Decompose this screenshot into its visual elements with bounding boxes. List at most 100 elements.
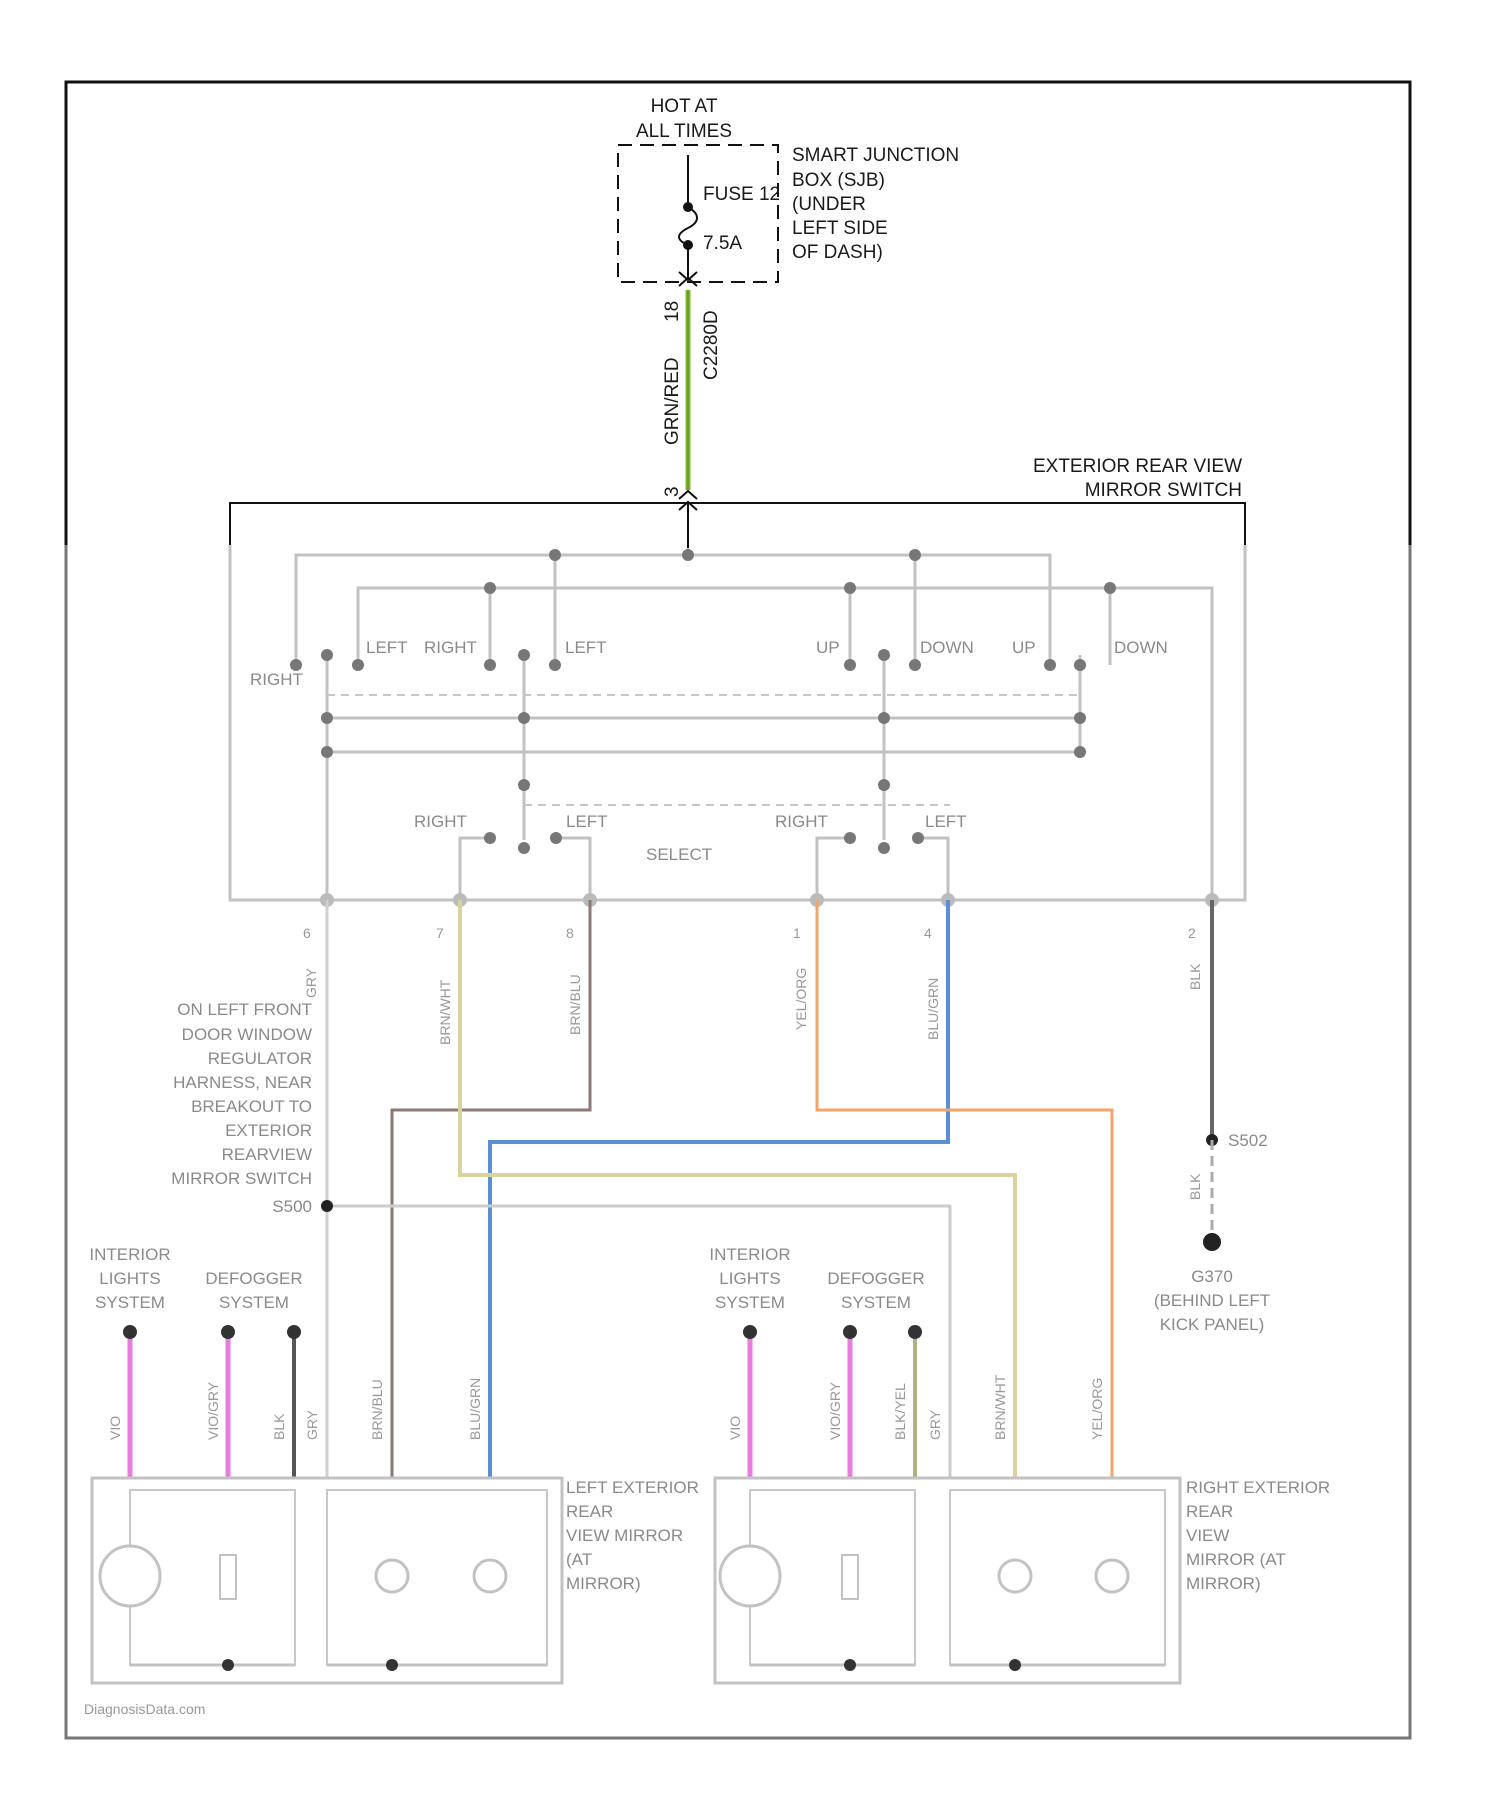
note-line-8: MIRROR SWITCH <box>171 1169 312 1188</box>
select-label-3: RIGHT <box>775 812 828 831</box>
sjb-line-4: LEFT SIDE <box>792 218 888 239</box>
left-arrow-1 <box>123 1325 137 1339</box>
contact-label-6: DOWN <box>920 638 974 657</box>
left-sys2-line2: SYSTEM <box>219 1293 289 1312</box>
right-motor-2-icon <box>1096 1560 1128 1592</box>
switch-title-line1: EXTERIOR REAR VIEW <box>1033 456 1242 477</box>
hot-label-line2: ALL TIMES <box>636 121 732 142</box>
right-sys2-line2: SYSTEM <box>841 1293 911 1312</box>
ground-wire-color: BLK <box>1187 1173 1203 1200</box>
left-wire-3: BLK <box>271 1413 287 1440</box>
left-name-line4: (AT <box>566 1550 592 1569</box>
select-label: SELECT <box>646 845 712 864</box>
out-pin-6: 2 <box>1188 925 1196 941</box>
right-mirror-assembly <box>715 1478 1180 1683</box>
right-name-line4: MIRROR (AT <box>1186 1550 1286 1569</box>
left-name-line1: LEFT EXTERIOR <box>566 1478 699 1497</box>
out-color-2: BRN/WHT <box>437 979 453 1045</box>
splice-dot <box>321 1200 333 1212</box>
note-line-4: HARNESS, NEAR <box>173 1073 312 1092</box>
right-wire-1: VIO <box>727 1416 743 1440</box>
ground-symbol <box>1203 1233 1221 1251</box>
ground-splice-label: S502 <box>1228 1131 1268 1150</box>
right-name-line2: REAR <box>1186 1502 1233 1521</box>
fuse-12 <box>679 155 697 286</box>
harness-note: ON LEFT FRONT DOOR WINDOW REGULATOR HARN… <box>171 1000 312 1216</box>
left-wire-1: VIO <box>107 1416 123 1440</box>
pin-connector <box>679 491 697 548</box>
contact-label-2: LEFT <box>366 638 408 657</box>
left-sys1-line2: LIGHTS <box>99 1269 160 1288</box>
right-wire-2: VIO/GRY <box>827 1381 843 1440</box>
left-mirror-assembly <box>92 1478 562 1683</box>
left-arrow-2 <box>221 1325 235 1339</box>
left-name-line3: VIEW MIRROR <box>566 1526 683 1545</box>
sjb-line-5: OF DASH) <box>792 242 883 263</box>
sjb-label: SMART JUNCTION BOX (SJB) (UNDER LEFT SID… <box>792 145 959 263</box>
left-sys1-line1: INTERIOR <box>89 1245 170 1264</box>
sjb-box <box>618 145 778 282</box>
select-label-1: RIGHT <box>414 812 467 831</box>
out-pin-5: 4 <box>924 925 932 941</box>
note-line-7: REARVIEW <box>222 1145 312 1164</box>
out-color-6: BLK <box>1187 963 1203 990</box>
out-color-3: BRN/BLU <box>567 974 583 1035</box>
contact-label-1: RIGHT <box>250 670 303 689</box>
left-heater-icon <box>220 1555 236 1599</box>
right-arrow-2 <box>843 1325 857 1339</box>
left-wire-6: BLU/GRN <box>467 1378 483 1440</box>
out-color-5: BLU/GRN <box>925 978 941 1040</box>
out-pin-2: 7 <box>436 925 444 941</box>
select-label-4: LEFT <box>925 812 967 831</box>
ground-location-2: KICK PANEL) <box>1160 1315 1265 1334</box>
contact-label-8: DOWN <box>1114 638 1168 657</box>
right-heater-icon <box>842 1555 858 1599</box>
right-lamp-icon <box>720 1546 780 1606</box>
left-arrow-3 <box>287 1325 301 1339</box>
switch-bracket <box>230 503 1245 545</box>
out-pin-1: 6 <box>303 925 311 941</box>
ground-name: G370 <box>1191 1267 1233 1286</box>
ground-location-1: (BEHIND LEFT <box>1154 1291 1270 1310</box>
connector-id: C2280D <box>701 310 722 380</box>
contact-label-5: UP <box>816 638 840 657</box>
right-wire-3: BLK/YEL <box>892 1383 908 1440</box>
right-sys1-line1: INTERIOR <box>709 1245 790 1264</box>
pin-number: 3 <box>662 486 683 497</box>
right-wire-4: GRY <box>927 1409 943 1440</box>
note-line-3: REGULATOR <box>208 1049 312 1068</box>
right-sys1-line2: LIGHTS <box>719 1269 780 1288</box>
left-name-line5: MIRROR) <box>566 1574 641 1593</box>
right-motor-1-icon <box>999 1560 1031 1592</box>
contact-label-4: LEFT <box>565 638 607 657</box>
left-wire-2: VIO/GRY <box>205 1381 221 1440</box>
left-wire-5: BRN/BLU <box>369 1379 385 1440</box>
right-arrow-1 <box>743 1325 757 1339</box>
contact-label-7: UP <box>1012 638 1036 657</box>
note-line-6: EXTERIOR <box>225 1121 312 1140</box>
left-mirror-name: LEFT EXTERIOR REAR VIEW MIRROR (AT MIRRO… <box>566 1478 699 1593</box>
out-pin-4: 1 <box>793 925 801 941</box>
note-line-1: ON LEFT FRONT <box>177 1000 312 1019</box>
left-mirror-system-labels: INTERIOR LIGHTS SYSTEM DEFOGGER SYSTEM <box>89 1245 302 1312</box>
left-motor-2-icon <box>474 1560 506 1592</box>
wire-gauge: 18 <box>662 301 683 322</box>
sjb-line-1: SMART JUNCTION <box>792 145 959 166</box>
right-name-line1: RIGHT EXTERIOR <box>1186 1478 1330 1497</box>
right-wire-6: YEL/ORG <box>1089 1378 1105 1440</box>
wire-color-grn-red: GRN/RED <box>662 357 683 445</box>
splice-label: S500 <box>272 1197 312 1216</box>
wire-blu-grn <box>490 900 948 1478</box>
note-line-5: BREAKOUT TO <box>191 1097 312 1116</box>
right-mirror-system-labels: INTERIOR LIGHTS SYSTEM DEFOGGER SYSTEM <box>709 1245 924 1312</box>
out-color-4: YEL/ORG <box>793 968 809 1030</box>
left-wire-4: GRY <box>304 1409 320 1440</box>
right-arrow-3 <box>908 1325 922 1339</box>
left-name-line2: REAR <box>566 1502 613 1521</box>
left-sys1-line3: SYSTEM <box>95 1293 165 1312</box>
watermark: DiagnosisData.com <box>84 1701 205 1717</box>
sjb-line-3: (UNDER <box>792 194 866 215</box>
right-wire-5: BRN/WHT <box>992 1374 1008 1440</box>
harness-wires <box>321 900 1221 1478</box>
